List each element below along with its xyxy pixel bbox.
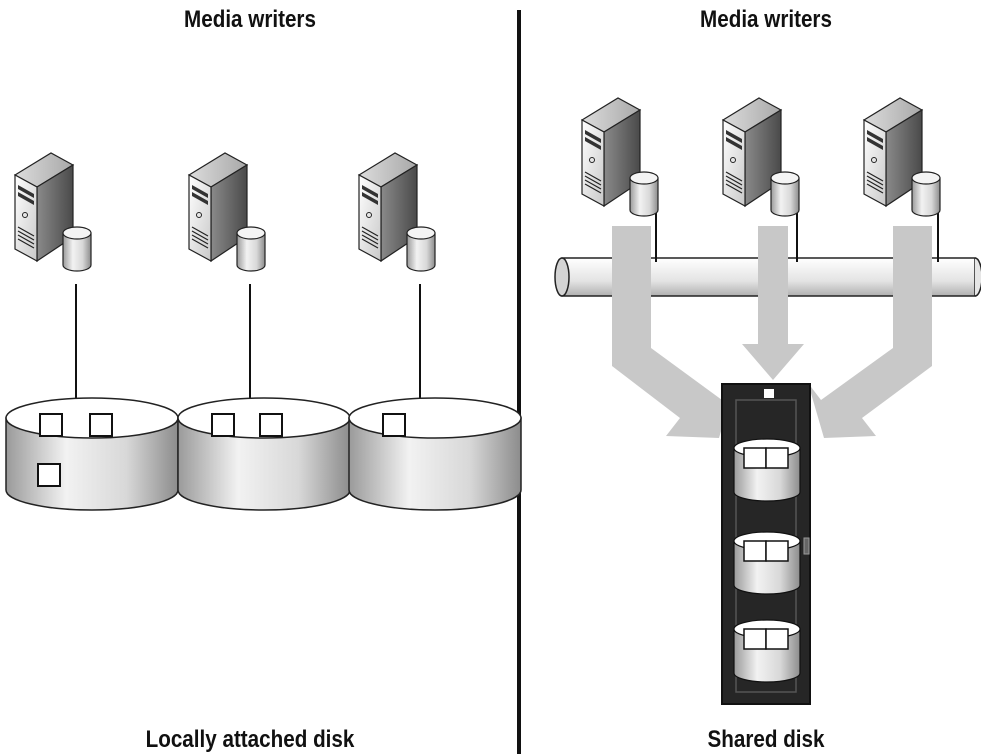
flow-arrows bbox=[612, 226, 932, 438]
left-server-3 bbox=[358, 152, 436, 400]
right-title: Media writers bbox=[700, 6, 832, 33]
local-disk-1 bbox=[5, 397, 179, 511]
right-server-3 bbox=[863, 97, 941, 262]
left-server-1 bbox=[14, 152, 92, 400]
right-caption: Shared disk bbox=[707, 726, 825, 753]
left-server-2 bbox=[188, 152, 266, 400]
left-caption: Locally attached disk bbox=[145, 726, 355, 753]
right-server-1 bbox=[581, 97, 659, 262]
storage-rack-icon bbox=[721, 383, 811, 705]
local-disk-3 bbox=[348, 397, 522, 511]
right-server-2 bbox=[722, 97, 800, 262]
left-title: Media writers bbox=[184, 6, 316, 33]
local-disk-2 bbox=[177, 397, 351, 511]
